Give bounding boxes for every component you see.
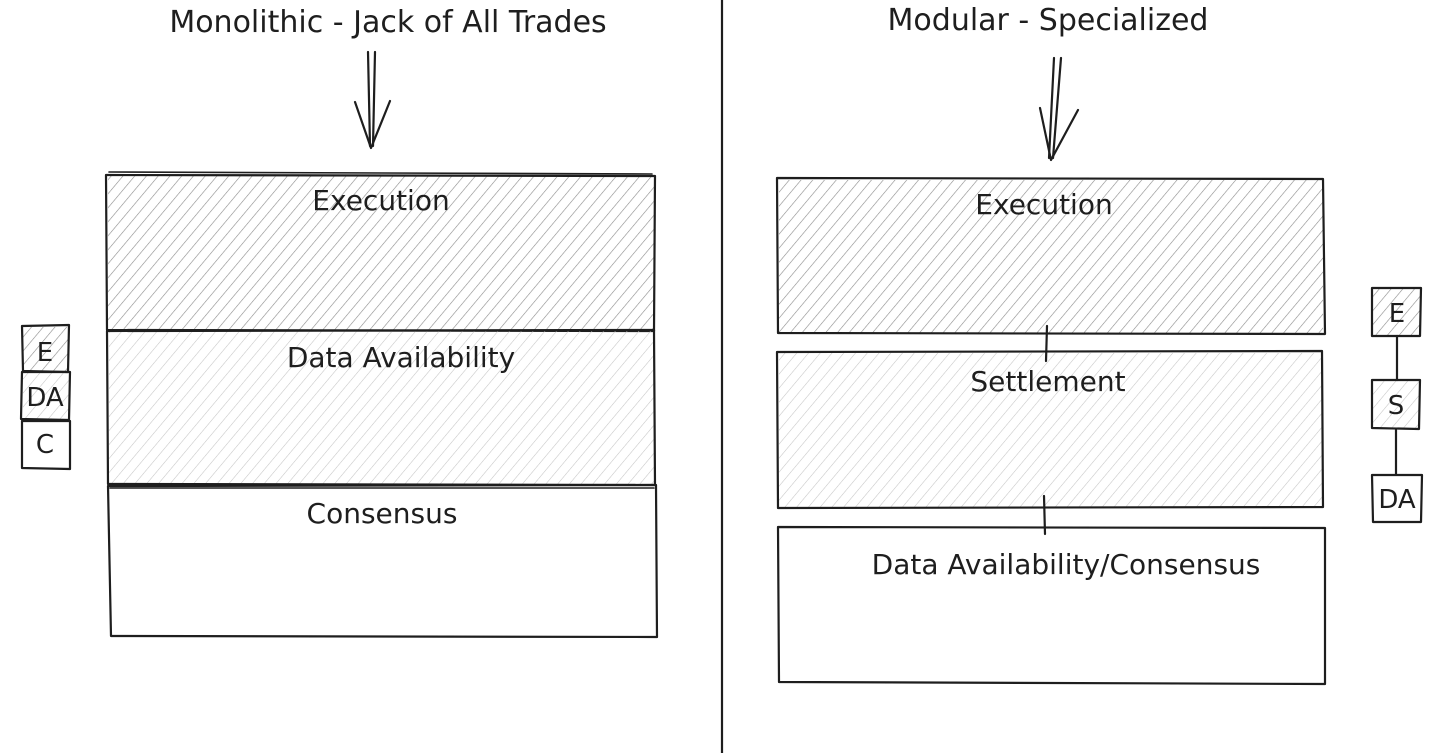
modular-layer-da-consensus: Data Availability/Consensus <box>776 525 1327 686</box>
modular-mini-e: E <box>1389 299 1405 329</box>
modular-panel: Modular - Specialized Execution Settleme… <box>775 3 1424 686</box>
modular-mini-s: S <box>1388 391 1405 421</box>
monolithic-layer-data-availability: Data Availability <box>105 328 657 487</box>
modular-layer-settlement-label: Settlement <box>970 365 1125 398</box>
monolithic-layer-data-availability-label: Data Availability <box>287 341 515 374</box>
modular-title: Modular - Specialized <box>888 3 1209 38</box>
monolithic-layer-execution: Execution <box>104 171 657 333</box>
monolithic-title: Monolithic - Jack of All Trades <box>169 5 606 40</box>
modular-mini-da: DA <box>1378 485 1416 515</box>
modular-layer-execution: Execution <box>775 176 1327 336</box>
monolithic-panel: Monolithic - Jack of All Trades Executio… <box>19 5 659 639</box>
modular-layer-settlement: Settlement <box>775 349 1325 510</box>
monolithic-layer-execution-label: Execution <box>312 184 449 217</box>
monolithic-mini-stack: E DA C <box>19 323 72 471</box>
modular-layer-da-consensus-label: Data Availability/Consensus <box>872 548 1261 581</box>
monolithic-layer-consensus: Consensus <box>106 483 659 639</box>
monolithic-layer-consensus-label: Consensus <box>307 497 458 530</box>
monolithic-mini-e: E <box>37 338 53 368</box>
modular-layer-execution-label: Execution <box>975 188 1112 221</box>
modular-down-arrow <box>1038 56 1080 162</box>
monolithic-mini-da: DA <box>26 383 64 413</box>
monolithic-down-arrow <box>353 50 392 150</box>
monolithic-mini-c: C <box>36 430 54 460</box>
modular-mini-stack: E S DA <box>1370 286 1424 524</box>
